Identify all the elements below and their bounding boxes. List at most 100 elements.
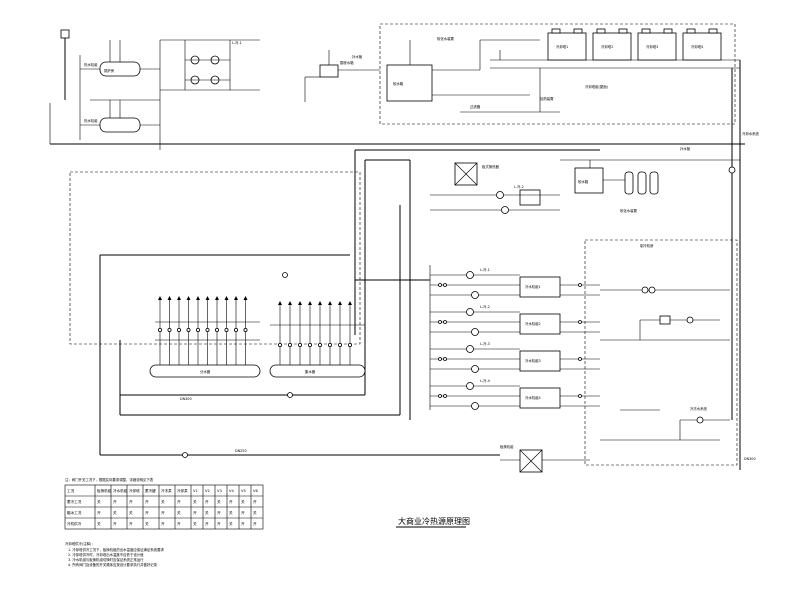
table-cell: 开	[193, 511, 197, 515]
table-cell: V5	[241, 489, 246, 493]
label-dn-loop-2: DN250	[235, 449, 247, 453]
boiler-section: 热水机组 热水机组 锅炉房	[60, 29, 260, 150]
right-valve-cluster: 冷冻水系统	[600, 286, 730, 441]
remarks-title: 冷却塔供冷(注释)：	[65, 541, 95, 546]
water-tank	[386, 64, 433, 102]
label-right-note: 冷却水系统	[742, 131, 760, 136]
arrow-up-icon	[215, 296, 219, 300]
valve-schedule-table: 工况蓄冷工况融冰工况冷机供冷板换机组关开关冷水机组开关开冷却塔开关开蓄冷罐开开关…	[64, 484, 264, 530]
collector	[269, 364, 366, 378]
valve-icon	[214, 327, 219, 332]
chiller-label: 冷水机组1	[525, 284, 541, 289]
table-cell: V3	[217, 489, 222, 493]
label-chiller-room: 制冷机房	[640, 243, 654, 248]
label-right-note-3: 冷冻水系统	[690, 406, 708, 411]
label-distributor: 分水器	[200, 369, 211, 374]
remark-1: 1. 冷却塔供冷工况下，板换机组的出水温度应保证满足系统要求	[68, 547, 164, 552]
valve-icon	[728, 166, 736, 174]
valve-icon	[443, 357, 447, 361]
label-water-supply: 补水管	[352, 54, 363, 59]
table-cell: 开	[241, 511, 245, 515]
valve-icon	[297, 342, 302, 347]
pump-label: L-冷-4	[480, 378, 490, 383]
distributor	[149, 364, 261, 378]
chiller-unit	[519, 387, 561, 409]
table-cell: 关	[145, 521, 149, 526]
arrow-up-icon	[288, 301, 292, 305]
boiler-pumps: L-冷-1	[184, 40, 242, 90]
collector-branches	[270, 301, 365, 365]
softener-tank	[574, 167, 604, 194]
valve-icon	[186, 327, 191, 332]
label-pump-b: L-冷-2	[514, 184, 524, 189]
pump-icon	[501, 206, 509, 214]
expansion-tank-group: 膨胀水箱 补水管	[304, 50, 380, 102]
valve-icon	[307, 342, 312, 347]
table-cell: 关	[177, 510, 181, 515]
table-cell: 关	[97, 499, 101, 504]
softener-group: 软水箱 软化水装置 补水管	[560, 146, 740, 213]
valve-icon	[578, 283, 582, 287]
table-cell: 关	[241, 499, 245, 504]
table-cell: 关	[229, 521, 233, 526]
arrow-up-icon	[196, 296, 200, 300]
table-cell: 冷却泵	[177, 488, 188, 493]
table-cell: V6	[253, 489, 258, 493]
table-cell: 开	[161, 511, 165, 515]
remark-2: 2. 冷却塔供冷时，冷却塔出水温度不应低于设计值	[68, 552, 144, 557]
valve-icon	[438, 357, 442, 361]
table-cell: 冷机供冷	[67, 521, 82, 526]
label-tower-1: 冷却塔1	[556, 44, 568, 49]
table-cell: 关	[253, 510, 257, 515]
remark-4: 4. 所有阀门及设备的开关顺序应按设计要求执行并做好记录	[68, 562, 158, 567]
label-heat-exchanger: 板式换热器	[482, 164, 500, 169]
arrow-up-icon	[318, 301, 322, 305]
label-collector: 集水器	[305, 369, 316, 374]
label-pump-a: L-冷-1	[232, 40, 242, 45]
pump-icon	[466, 345, 474, 353]
table-cell: 开	[205, 500, 209, 504]
cooling-tower-group: 软水箱 软化水装置 冷却塔组(屋面) 加药装置 冷却塔1 冷却塔2 冷却塔3 冷…	[386, 28, 740, 113]
label-dosing: 加药装置	[540, 96, 554, 101]
valve-icon	[176, 327, 181, 332]
plate-hx-bottom: 板换机组	[500, 444, 590, 473]
table-cell: 开	[217, 522, 221, 526]
chiller-label: 冷水机组2	[525, 321, 541, 326]
valve-icon	[347, 342, 352, 347]
label-hot-water-unit: 热水机组	[84, 62, 98, 67]
table-cell: 融冰工况	[67, 510, 82, 515]
arrow-up-icon	[338, 301, 342, 305]
softener-vessel-2	[637, 171, 647, 195]
chiller-unit	[519, 276, 561, 298]
valve-icon	[443, 283, 447, 287]
table-cell: 开	[205, 522, 209, 526]
chiller-label: 冷水机组3	[525, 358, 541, 363]
notes-header: 注：阀门开关工况下，根据实际要求调整，详细说明见下表	[65, 477, 154, 482]
valve-icon	[578, 357, 582, 361]
valve-icon	[438, 283, 442, 287]
table-cell: 开	[161, 522, 165, 526]
pump-icon	[471, 365, 479, 373]
pump-icon	[466, 271, 474, 279]
chiller-unit	[519, 350, 561, 372]
pump-icon	[496, 191, 504, 199]
table-cell: 开	[97, 511, 101, 515]
table-cell: 开	[145, 511, 149, 515]
arrow-up-icon	[158, 296, 162, 300]
table-cell: 开	[253, 522, 257, 526]
table-cell: 关	[193, 499, 197, 504]
label-right-note-2: DN300	[744, 457, 756, 461]
distributor-collector: 分水器 集水器	[149, 364, 366, 378]
valve-icon	[205, 327, 210, 332]
label-tower-2: 冷却塔2	[601, 44, 613, 49]
valve-icon	[195, 327, 200, 332]
table-cell: 开	[177, 522, 181, 526]
pump-icon	[466, 382, 474, 390]
label-softener-2: 软化水装置	[620, 208, 638, 213]
valve-icon	[233, 327, 238, 332]
label-tower-4: 冷却塔4	[691, 44, 703, 49]
valve-icon	[337, 342, 342, 347]
valve-icon	[327, 342, 332, 347]
table-cell: 关	[205, 510, 209, 515]
